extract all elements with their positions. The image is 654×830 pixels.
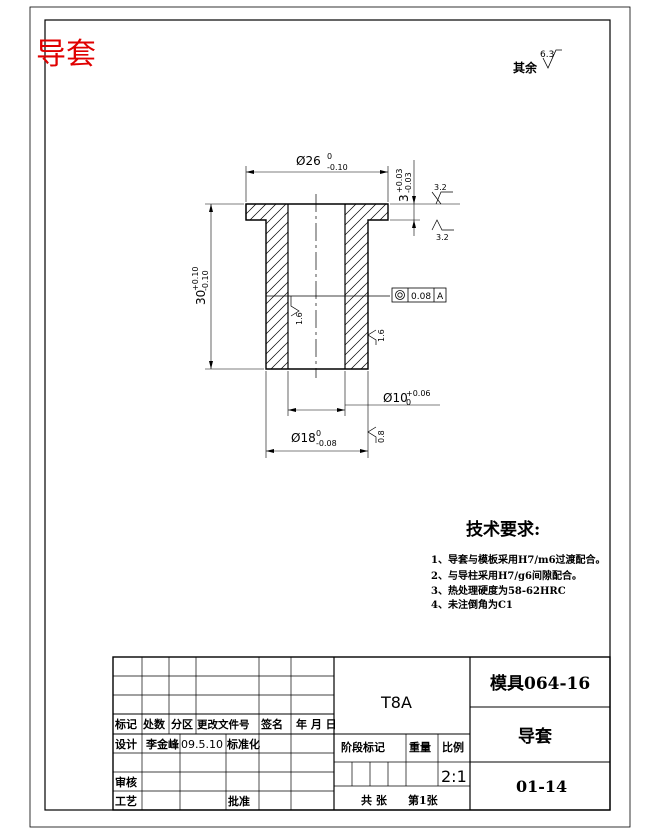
tb-part-name: 导套 — [518, 726, 553, 747]
dim-bore-lower: 0 — [406, 398, 411, 407]
tolerance-datum: A — [437, 292, 444, 302]
tb-header-signature: 签名 — [260, 717, 283, 731]
general-roughness-note: 其余 6.3 — [513, 49, 562, 75]
tb-stage-mark: 阶段标记 — [341, 740, 385, 754]
dim-flange-height: 3 +0.03 -0.03 3.2 3.2 — [390, 160, 460, 242]
dim-outer-flange: Ø26 0 -0.10 — [245, 152, 389, 202]
tb-mold-no: 模具064-16 — [490, 673, 590, 694]
roughness-bore: 1.6 — [290, 296, 304, 325]
dim-flange-height-upper: +0.03 — [395, 168, 404, 193]
tech-item-1: 1、导套与模板采用H7/m6过渡配合。 — [431, 553, 606, 566]
tb-material: T8A — [380, 693, 412, 712]
dim-flange-height-value: 3 — [397, 194, 411, 202]
tb-weight: 重量 — [409, 740, 431, 754]
dim-length-upper: +0.10 — [191, 266, 200, 291]
tolerance-frame: 0.08 A — [391, 287, 447, 303]
tb-process-label: 工艺 — [115, 794, 137, 808]
tech-item-3: 3、热处理硬度为58-62HRC — [431, 584, 566, 597]
dim-bore-upper: +0.06 — [406, 389, 431, 398]
tech-item-2: 2、与导柱采用H7/g6间隙配合。 — [431, 569, 582, 582]
dim-outer-flange-lower: -0.10 — [327, 163, 348, 172]
dim-body-upper: 0 — [316, 429, 321, 438]
dim-body-lower: -0.08 — [316, 439, 337, 448]
dim-length-value: 30 — [194, 290, 208, 305]
tech-requirements: 技术要求: 1、导套与模板采用H7/m6过渡配合。 2、与导柱采用H7/g6间隙… — [431, 519, 606, 611]
roughness-flange-bottom: 3.2 — [436, 233, 449, 242]
part-section-view — [245, 194, 390, 378]
tb-std-label: 标准化 — [226, 737, 260, 751]
tb-header-doc-no: 更改文件号 — [197, 718, 250, 731]
dim-flange-height-lower: -0.03 — [404, 172, 413, 193]
tb-scale-label: 比例 — [442, 740, 464, 754]
dim-bore-value: Ø10 — [383, 391, 408, 405]
tb-design-label: 设计 — [115, 737, 137, 751]
tb-header-date: 年 月 日 — [296, 717, 337, 731]
tb-approve-label: 批准 — [228, 794, 250, 808]
outer-border — [29, 6, 631, 828]
tb-header-mark: 标记 — [114, 717, 137, 731]
title-block — [112, 656, 611, 811]
dim-body-value: Ø18 — [291, 431, 316, 445]
tech-requirements-title: 技术要求: — [466, 519, 540, 540]
dim-length: 30 +0.10 -0.10 — [191, 203, 264, 370]
general-roughness-value: 6.3 — [540, 50, 554, 60]
roughness-symbol-icon — [542, 49, 562, 69]
general-roughness-prefix: 其余 — [513, 60, 538, 75]
tb-sheet-no: 第1张 — [408, 793, 439, 807]
dim-bore: Ø10 +0.06 0 — [287, 371, 440, 416]
concentricity-icon — [395, 290, 405, 300]
tech-item-4: 4、未注倒角为C1 — [431, 598, 513, 611]
svg-text:1.6: 1.6 — [377, 329, 386, 342]
tb-drawing-no: 01-14 — [516, 777, 567, 796]
tb-review-label: 审核 — [115, 775, 137, 789]
roughness-outer: 1.6 — [367, 329, 386, 345]
tb-scale-value: 2:1 — [441, 767, 467, 786]
tb-header-zone: 分区 — [171, 717, 193, 731]
part-title: 导套 — [36, 37, 96, 72]
tb-design-date: 09.5.10 — [181, 738, 223, 751]
roughness-body: 0.8 — [377, 430, 386, 443]
svg-text:1.6: 1.6 — [295, 312, 304, 325]
dim-outer-flange-upper: 0 — [327, 152, 332, 161]
dim-body: Ø18 0 -0.08 0.8 — [265, 371, 386, 458]
tb-header-count: 处数 — [142, 717, 166, 731]
tb-design-name: 李金峰 — [145, 737, 180, 751]
tb-sheets: 共 张 — [361, 793, 388, 807]
dim-outer-flange-value: Ø26 — [296, 154, 321, 168]
roughness-top-face: 3.2 — [434, 183, 447, 192]
dim-length-lower: -0.10 — [201, 270, 210, 291]
tolerance-value: 0.08 — [411, 292, 431, 302]
